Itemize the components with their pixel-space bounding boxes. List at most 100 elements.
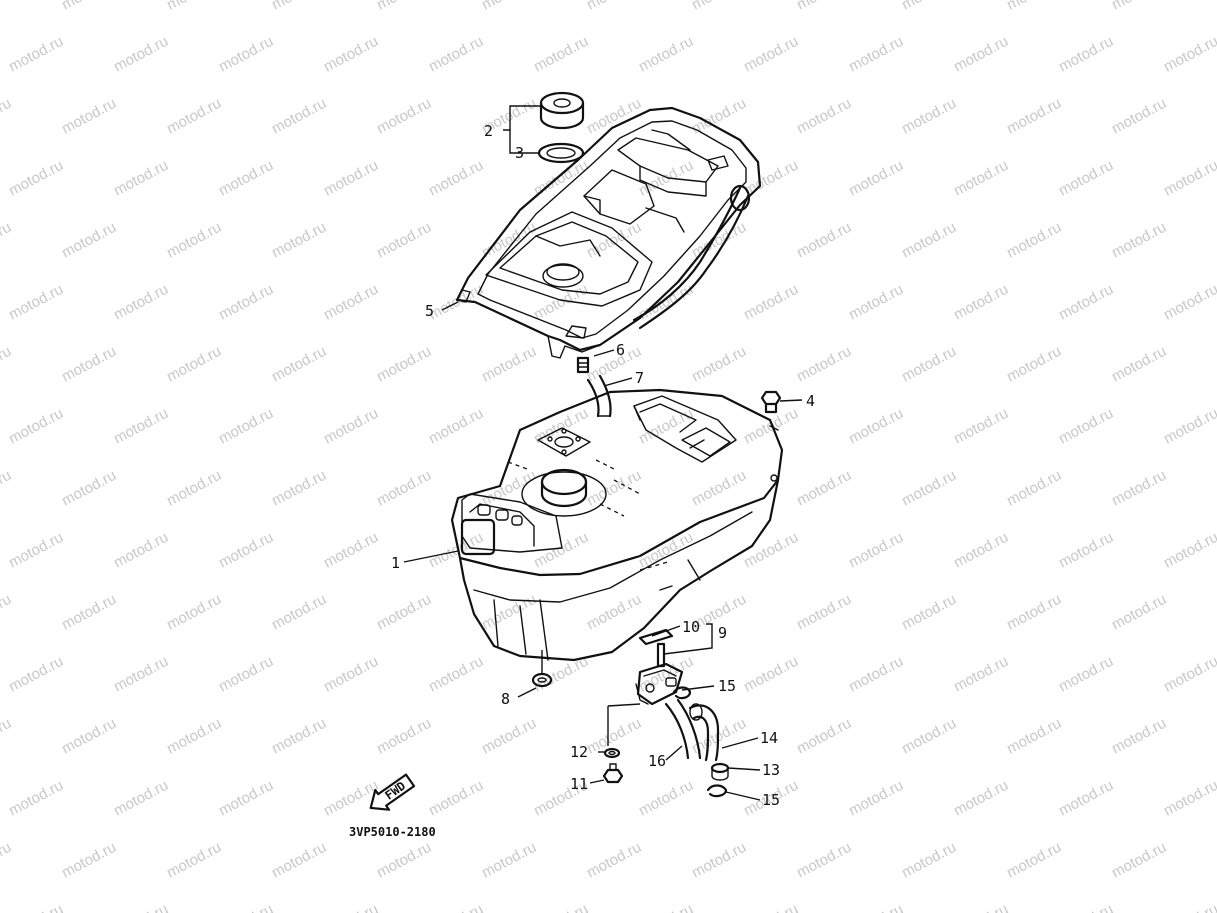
watermark-text: motod.ru — [846, 405, 906, 448]
watermark-text: motod.ru — [269, 467, 329, 510]
bolt-11-part — [602, 763, 624, 784]
watermark-text: motod.ru — [1109, 467, 1169, 510]
watermark-text: motod.ru — [584, 839, 644, 882]
watermark-text: motod.ru — [0, 95, 14, 138]
watermark-text: motod.ru — [216, 901, 276, 913]
watermark-text: motod.ru — [1109, 219, 1169, 262]
watermark-text: motod.ru — [479, 467, 539, 510]
watermark-text: motod.ru — [899, 839, 959, 882]
watermark-text: motod.ru — [0, 343, 14, 386]
watermark-text: motod.ru — [846, 529, 906, 572]
watermark-text: motod.ru — [269, 95, 329, 138]
watermark-text: motod.ru — [1004, 0, 1064, 14]
watermark-text: motod.ru — [1056, 405, 1116, 448]
watermark-text: motod.ru — [59, 591, 119, 634]
watermark-text: motod.ru — [374, 467, 434, 510]
watermark-text: motod.ru — [636, 901, 696, 913]
watermark-text: motod.ru — [951, 901, 1011, 913]
watermark-text: motod.ru — [321, 281, 381, 324]
watermark-text: motod.ru — [216, 777, 276, 820]
watermark-text: motod.ru — [1109, 343, 1169, 386]
watermark-text: motod.ru — [741, 529, 801, 572]
watermark-text: motod.ru — [794, 839, 854, 882]
watermark-text: motod.ru — [111, 157, 171, 200]
watermark-text: motod.ru — [59, 839, 119, 882]
callout-16: 16 — [648, 752, 666, 770]
watermark-text: motod.ru — [216, 33, 276, 76]
watermark-text: motod.ru — [479, 839, 539, 882]
watermark-text: motod.ru — [426, 901, 486, 913]
watermark-text: motod.ru — [269, 715, 329, 758]
watermark-text: motod.ru — [6, 157, 66, 200]
watermark-text: motod.ru — [59, 219, 119, 262]
watermark-text: motod.ru — [951, 157, 1011, 200]
watermark-text: motod.ru — [479, 343, 539, 386]
watermark-text: motod.ru — [689, 343, 749, 386]
watermark-text: motod.ru — [479, 591, 539, 634]
watermark-text: motod.ru — [6, 33, 66, 76]
watermark-text: motod.ru — [846, 157, 906, 200]
callout-8: 8 — [501, 690, 510, 708]
watermark-text: motod.ru — [1161, 777, 1217, 820]
watermark-text: motod.ru — [216, 405, 276, 448]
seat-cover-part — [455, 106, 762, 359]
watermark-text: motod.ru — [164, 95, 224, 138]
watermark-text: motod.ru — [1161, 529, 1217, 572]
watermark-text: motod.ru — [584, 467, 644, 510]
callout-3: 3 — [515, 144, 524, 162]
callout-4: 4 — [806, 392, 815, 410]
callout-15-lower: 15 — [762, 791, 780, 809]
watermark-text: motod.ru — [216, 529, 276, 572]
watermark-text: motod.ru — [794, 343, 854, 386]
watermark-text: motod.ru — [374, 219, 434, 262]
watermark-text: motod.ru — [1109, 95, 1169, 138]
washer-12-part — [603, 747, 621, 759]
watermark-text: motod.ru — [1161, 281, 1217, 324]
watermark-text: motod.ru — [426, 777, 486, 820]
watermark-text: motod.ru — [374, 591, 434, 634]
watermark-text: motod.ru — [111, 653, 171, 696]
watermark-text: motod.ru — [794, 219, 854, 262]
watermark-text: motod.ru — [1056, 281, 1116, 324]
watermark-text: motod.ru — [951, 777, 1011, 820]
callout-13: 13 — [762, 761, 780, 779]
watermark-text: motod.ru — [164, 839, 224, 882]
watermark-text: motod.ru — [584, 0, 644, 14]
watermark-text: motod.ru — [1004, 715, 1064, 758]
watermark-text: motod.ru — [689, 219, 749, 262]
watermark-text: motod.ru — [0, 0, 14, 14]
watermark-text: motod.ru — [1161, 653, 1217, 696]
callout-7: 7 — [635, 369, 644, 387]
watermark-text: motod.ru — [164, 715, 224, 758]
watermark-text: motod.ru — [899, 0, 959, 14]
watermark-text: motod.ru — [0, 591, 14, 634]
callout-11: 11 — [570, 775, 588, 793]
clip-15-upper-part — [672, 686, 692, 700]
watermark-text: motod.ru — [216, 653, 276, 696]
fuel-hose-16-part — [664, 698, 702, 760]
fuel-tank-part — [450, 388, 784, 662]
watermark-text: motod.ru — [111, 529, 171, 572]
watermark-text: motod.ru — [374, 95, 434, 138]
watermark-text: motod.ru — [899, 343, 959, 386]
watermark-text: motod.ru — [1004, 343, 1064, 386]
watermark-text: motod.ru — [951, 405, 1011, 448]
watermark-text: motod.ru — [269, 219, 329, 262]
watermark-text: motod.ru — [1056, 777, 1116, 820]
cap-part — [539, 91, 585, 130]
watermark-text: motod.ru — [426, 33, 486, 76]
watermark-text: motod.ru — [846, 33, 906, 76]
watermark-text: motod.ru — [1109, 0, 1169, 14]
gasket-part — [638, 628, 674, 646]
watermark-text: motod.ru — [426, 157, 486, 200]
watermark-text: motod.ru — [269, 839, 329, 882]
watermark-text: motod.ru — [269, 343, 329, 386]
watermark-text: motod.ru — [1004, 839, 1064, 882]
watermark-text: motod.ru — [426, 653, 486, 696]
watermark-text: motod.ru — [1056, 157, 1116, 200]
watermark-text: motod.ru — [0, 467, 14, 510]
watermark-text: motod.ru — [59, 467, 119, 510]
leader-lines — [403, 105, 803, 801]
fuel-cock-part — [635, 642, 684, 706]
